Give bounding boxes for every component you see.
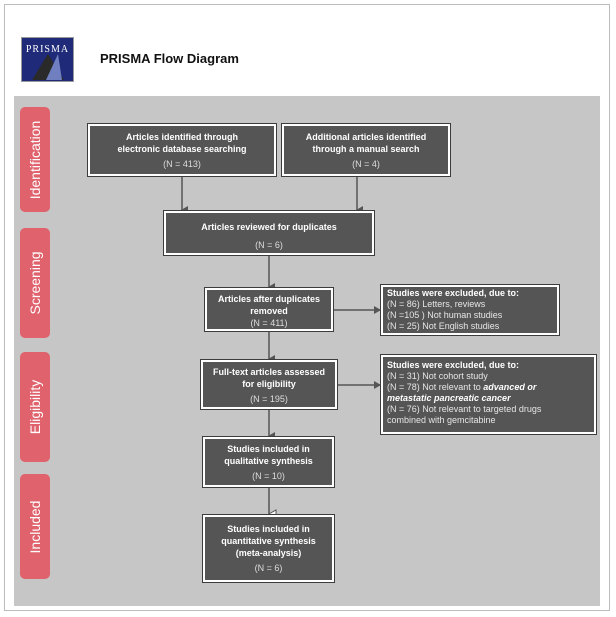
box-duplicates-count: (N = 6) [255,240,283,250]
box-qualitative-count: (N = 10) [252,471,285,481]
box-fulltext-line1: Full-text articles assessed [212,367,326,377]
box-manual-line1: Additional articles identified [305,132,427,142]
box-screening-exclusions: Studies were excluded, due to: (N = 86) … [380,284,560,336]
eligibility-exclusion-item-2-emph-1: advanced or [483,382,537,392]
page-title: PRISMA Flow Diagram [100,51,239,66]
box-manual-count: (N = 4) [352,159,380,169]
box-eligibility-exclusions: Studies were excluded, due to: (N = 31) … [380,354,597,435]
box-manual-search: Additional articles identified through a… [281,123,451,177]
box-quantitative-line3: (meta-analysis) [235,548,302,558]
box-qualitative-line2: qualitative synthesis [224,456,313,466]
screening-exclusion-item: (N = 86) Letters, reviews [387,299,486,309]
eligibility-exclusion-item-3-line-2: combined with gemcitabine [387,415,496,425]
box-quantitative-count: (N = 6) [254,563,283,573]
stage-included: Included [20,474,50,579]
box-qualitative: Studies included in qualitative synthesi… [202,436,335,488]
box-duplicates-line1: Articles reviewed for duplicates [201,222,337,232]
stage-screening: Screening [20,228,50,338]
box-qualitative-line1: Studies included in [227,444,310,454]
box-database-search: Articles identified through electronic d… [87,123,277,177]
box-fulltext-count: (N = 195) [250,394,288,404]
screening-exclusion-item: (N =105 ) Not human studies [387,310,503,320]
eligibility-exclusion-heading: Studies were excluded, due to: [387,360,520,370]
box-after-line1: Articles after duplicates [217,294,321,304]
box-database-count: (N = 413) [163,159,201,169]
screening-exclusion-item: (N = 25) Not English studies [387,321,500,331]
box-after-line2: removed [250,306,288,316]
stage-eligibility: Eligibility [20,352,50,462]
box-quantitative: Studies included in quantitative synthes… [202,514,335,583]
box-database-line2: electronic database searching [117,144,247,154]
box-database-line1: Articles identified through [125,132,238,142]
stage-identification: Identification [20,107,50,212]
box-fulltext: Full-text articles assessed for eligibil… [200,359,338,410]
eligibility-exclusion-item-2-prefix: (N = 78) Not relevant to [387,382,484,392]
box-quantitative-line1: Studies included in [227,524,310,534]
eligibility-exclusion-item-2-emph-2: metastatic pancreatic cancer [387,393,511,403]
logo-triangle-light [46,54,62,80]
box-after-duplicates: Articles after duplicates removed (N = 4… [204,287,334,332]
eligibility-exclusion-item-1: (N = 31) Not cohort study [387,371,488,381]
eligibility-exclusion-item-2: (N = 78) Not relevant to advanced or [387,382,590,393]
logo-text: PRISMA [25,44,70,55]
box-duplicates: Articles reviewed for duplicates (N = 6) [163,210,375,256]
eligibility-exclusion-item-3-line-1: (N = 76) Not relevant to targeted drugs [387,404,542,414]
box-manual-line2: through a manual search [312,144,420,154]
screening-exclusion-heading: Studies were excluded, due to: [387,288,520,298]
box-after-count: (N = 411) [250,318,288,328]
box-quantitative-line2: quantitative synthesis [221,536,316,546]
box-fulltext-line2: for eligibility [242,379,296,389]
prisma-logo: PRISMA [21,37,74,82]
